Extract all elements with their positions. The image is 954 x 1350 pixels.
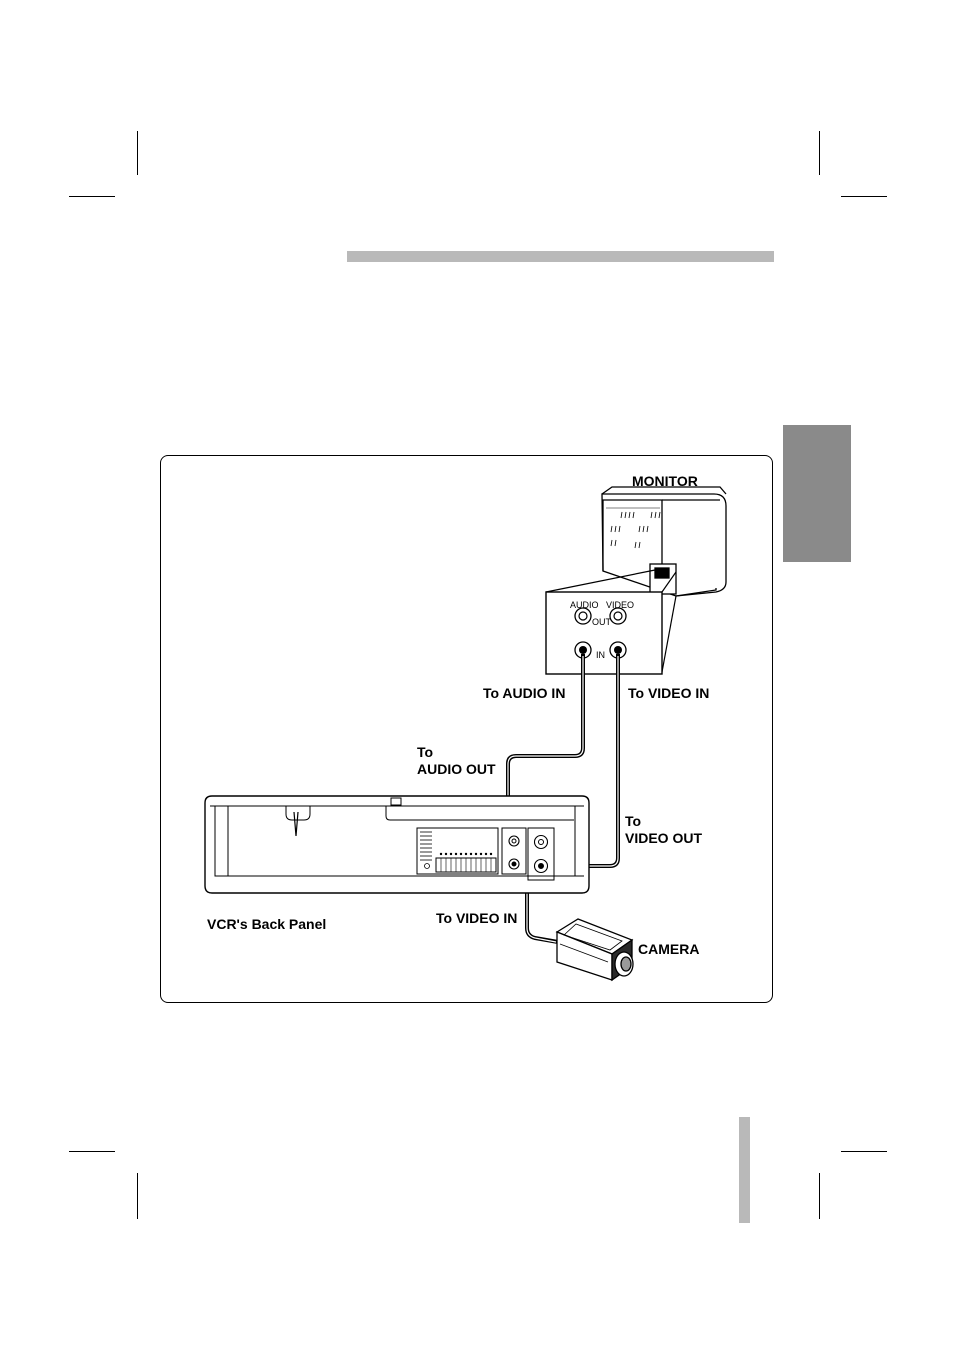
- to-audio-out-label: To AUDIO OUT: [417, 744, 496, 778]
- monitor-label: MONITOR: [632, 473, 698, 490]
- to-audio-in-label: To AUDIO IN: [483, 685, 565, 702]
- camera-illustration: [557, 919, 633, 980]
- to-video-in-vcr-label: To VIDEO IN: [436, 910, 517, 927]
- vcr-back-panel: [205, 796, 589, 893]
- vcr-back-panel-label: VCR's Back Panel: [207, 916, 326, 933]
- to-video-out-label: To VIDEO OUT: [625, 813, 702, 847]
- monitor-out-label: OUT: [592, 614, 611, 631]
- monitor-in-label: IN: [596, 647, 605, 664]
- monitor-audio-jack-label: AUDIO: [570, 597, 599, 614]
- camera-label: CAMERA: [638, 941, 699, 958]
- monitor-video-jack-label: VIDEO: [606, 597, 634, 614]
- to-video-in-monitor-label: To VIDEO IN: [628, 685, 709, 702]
- monitor-illustration: [602, 487, 726, 596]
